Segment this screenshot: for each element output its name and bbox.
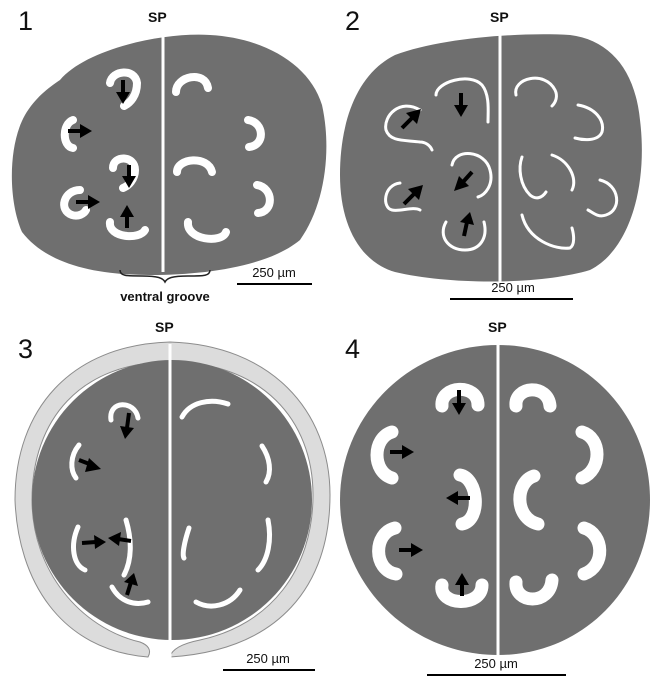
panel-3: 3 SP 250 µm bbox=[15, 319, 330, 670]
panel-2-cross-section bbox=[340, 34, 642, 281]
panel-1-sp-label: SP bbox=[148, 9, 167, 25]
panel-4-scale-label: 250 µm bbox=[474, 656, 518, 671]
panel-4-cross-section bbox=[340, 345, 650, 655]
panel-4: 4 SP 250 µm bbox=[340, 319, 650, 675]
panel-3-cross-section bbox=[32, 360, 312, 640]
panel-2-sp-label: SP bbox=[490, 9, 509, 25]
panel-1-number: 1 bbox=[18, 6, 33, 36]
panel-3-sp-label: SP bbox=[155, 319, 174, 335]
panel-4-number: 4 bbox=[345, 334, 360, 364]
panel-2-number: 2 bbox=[345, 6, 360, 36]
panel-2-scale-label: 250 µm bbox=[491, 280, 535, 295]
panel-3-scale-label: 250 µm bbox=[246, 651, 290, 666]
panel-3-number: 3 bbox=[18, 334, 33, 364]
panel-1-scale-label: 250 µm bbox=[252, 265, 296, 280]
panel-1-groove-label: ventral groove bbox=[120, 289, 210, 304]
panel-4-sp-label: SP bbox=[488, 319, 507, 335]
panel-2: 2 SP 250 µm bbox=[340, 6, 642, 299]
panel-1-cross-section bbox=[12, 35, 327, 275]
panel-1: 1 SP ventral groove 250 µm bbox=[12, 6, 327, 304]
